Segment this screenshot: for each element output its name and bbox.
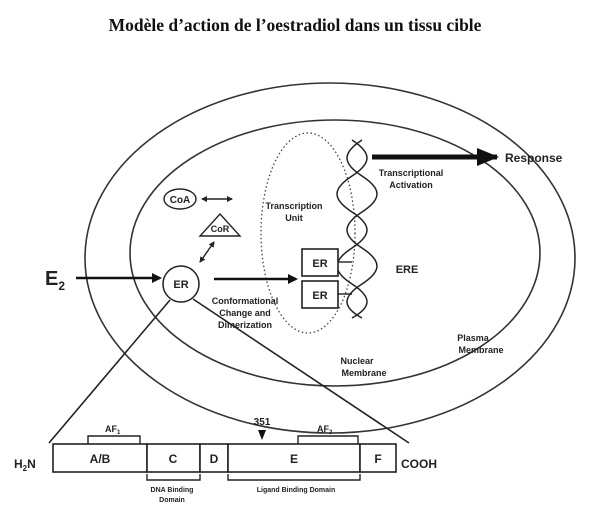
transcription-unit-outline	[260, 132, 356, 334]
receptor-dimer: ER ER	[301, 248, 339, 309]
site-label: 351	[254, 417, 271, 428]
af2-bracket	[297, 435, 359, 444]
transcription-unit-label-1: Transcription	[265, 201, 322, 211]
plasma-membrane	[84, 82, 576, 434]
site-marker	[258, 430, 266, 440]
ligand-binding-bracket	[227, 474, 361, 481]
receptor-label: ER	[173, 279, 188, 291]
plasma-membrane-label-2: Membrane	[458, 345, 503, 355]
dimer-top-label: ER	[312, 258, 327, 270]
n-terminus-h: H	[14, 457, 23, 471]
corepressor-shape	[198, 212, 242, 237]
ere-label: ERE	[396, 264, 419, 276]
domain-segment-e-label: E	[290, 452, 298, 466]
transcriptional-activation-label-1: Transcriptional	[379, 168, 444, 178]
response-label: Response	[505, 151, 563, 165]
domain-segment-c	[146, 443, 201, 473]
plasma-membrane-label-1: Plasma	[457, 333, 490, 343]
hormone-letter: E	[45, 268, 58, 290]
af2-text: AF	[317, 424, 329, 434]
domain-segment-ab-label: A/B	[90, 452, 111, 466]
n-terminus-n: N	[27, 457, 36, 471]
page-title: Modèle d’action de l’oestradiol dans un …	[109, 15, 482, 35]
hormone-label: E2	[45, 268, 65, 293]
corepressor: CoR	[198, 212, 242, 237]
zoom-line-left	[48, 299, 171, 444]
domain-structure: H2N A/B C D E F COOH AF1 AF2 351 DNA Bin…	[14, 417, 437, 504]
domain-segment-f-label: F	[374, 452, 381, 466]
coactivator-label: CoA	[170, 195, 191, 206]
transcriptional-activation-label-2: Activation	[389, 180, 433, 190]
domain-segment-ab	[52, 443, 148, 473]
nuclear-membrane	[129, 119, 541, 387]
coactivator: CoA	[163, 188, 197, 210]
af1-label: AF1	[105, 424, 121, 436]
c-terminus-label: COOH	[401, 457, 437, 471]
n-terminus-sub: 2	[23, 464, 28, 473]
ligand-binding-label: Ligand Binding Domain	[257, 487, 336, 494]
hormone-subscript: 2	[58, 279, 65, 293]
domain-segment-d-label: D	[210, 452, 219, 466]
nuclear-membrane-label-2: Membrane	[341, 368, 386, 378]
dna-binding-label-2: Domain	[159, 497, 185, 504]
nuclear-membrane-label-1: Nuclear	[340, 356, 374, 366]
coactivator-shape	[163, 188, 197, 210]
conformational-label-1: Conformational	[212, 296, 279, 306]
af2-sub: 2	[329, 430, 333, 436]
af1-text: AF	[105, 424, 117, 434]
af2-label: AF2	[317, 424, 333, 436]
receptor	[162, 265, 200, 303]
n-terminus-label: H2N	[14, 457, 36, 473]
conformational-label-3: Dimerization	[218, 320, 272, 330]
dna-binding-label-1: DNA Binding	[151, 487, 194, 494]
dna-binding-bracket	[146, 474, 201, 481]
cor-er-double-arrow	[199, 241, 215, 263]
zoom-line-right	[192, 298, 410, 444]
af1-sub: 1	[117, 430, 121, 436]
domain-segment-f	[359, 443, 397, 473]
transcription-unit-label-2: Unit	[285, 213, 303, 223]
corepressor-label: CoR	[211, 224, 230, 234]
dimer-bottom-label: ER	[312, 290, 327, 302]
domain-segment-e	[227, 443, 361, 473]
dimer-top-box	[301, 248, 339, 277]
domain-segment-c-label: C	[169, 452, 178, 466]
af1-bracket	[87, 435, 141, 444]
dna-helix	[336, 139, 378, 319]
conformational-label-2: Change and	[219, 308, 271, 318]
